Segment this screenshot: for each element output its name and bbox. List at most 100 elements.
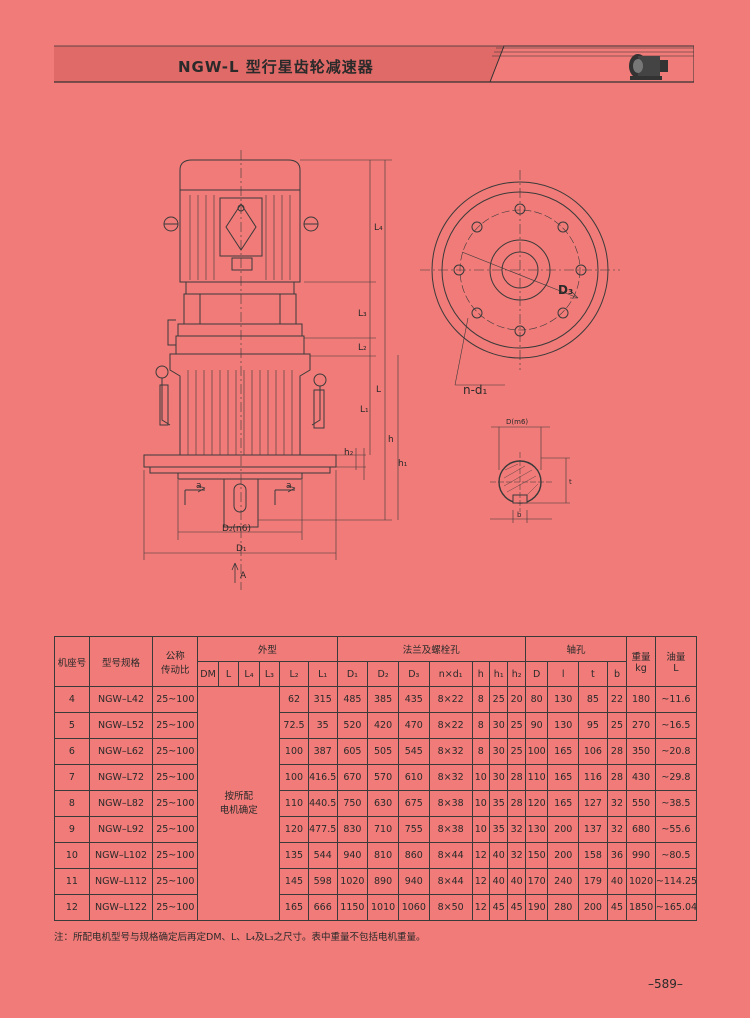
cell-h1: 35 — [489, 790, 509, 817]
cell-model: NGW–L72 — [88, 764, 154, 791]
cell-h2: 32 — [507, 842, 526, 869]
cell-D1: 1150 — [336, 894, 369, 921]
th-L4: L₄ — [238, 661, 260, 687]
cell-h: 12 — [471, 842, 491, 869]
cell-model: NGW–L112 — [88, 868, 154, 895]
cell-L2: 135 — [279, 842, 309, 869]
th-D3: D₃ — [397, 661, 430, 687]
th-L: L — [217, 661, 240, 687]
th-base: 机座号 — [54, 636, 90, 687]
cell-kg: 270 — [626, 712, 656, 739]
cell-l: 165 — [547, 790, 580, 817]
cell-model: NGW–L102 — [88, 842, 154, 869]
cell-D3: 435 — [397, 686, 430, 713]
header-band — [54, 44, 694, 84]
dim-h: h — [388, 435, 394, 445]
cell-h: 8 — [471, 686, 491, 713]
th-oil: 油量 L — [654, 636, 698, 687]
cell-D1: 830 — [336, 816, 369, 843]
cell-oil: ~16.5 — [654, 712, 698, 739]
cell-h2: 45 — [507, 894, 526, 921]
cell-l: 200 — [547, 816, 580, 843]
cell-t: 158 — [578, 842, 608, 869]
cell-model: NGW–L82 — [88, 790, 154, 817]
th-ratio-line1: 公称 — [165, 650, 185, 662]
cell-ratio: 25~100 — [152, 816, 199, 843]
page-number: –589– — [648, 977, 683, 991]
cell-nd1: 8×32 — [428, 764, 473, 791]
cell-oil: ~80.5 — [654, 842, 698, 869]
cell-t: 200 — [578, 894, 608, 921]
cell-D3: 545 — [397, 738, 430, 765]
cell-D: 150 — [524, 842, 549, 869]
cell-h2: 40 — [507, 868, 526, 895]
cell-kg: 180 — [626, 686, 656, 713]
cell-oil: ~38.5 — [654, 790, 698, 817]
cell-h2: 20 — [507, 686, 526, 713]
cell-D3: 940 — [397, 868, 430, 895]
dim-D3: D₃ — [558, 283, 573, 297]
merged-note-line1: 按所配 — [224, 790, 253, 802]
th-ratio: 公称 传动比 — [152, 636, 199, 687]
dim-h2: h₂ — [344, 448, 354, 458]
cell-oil: ~11.6 — [654, 686, 698, 713]
cell-h2: 28 — [507, 790, 526, 817]
cell-h: 10 — [471, 764, 491, 791]
cell-D2: 420 — [367, 712, 399, 739]
cell-l: 165 — [547, 764, 580, 791]
cell-L1: 666 — [307, 894, 338, 921]
cell-L1: 477.5 — [307, 816, 338, 843]
cell-D3: 860 — [397, 842, 430, 869]
cell-nd1: 8×32 — [428, 738, 473, 765]
cell-D1: 1020 — [336, 868, 369, 895]
cell-L2: 145 — [279, 868, 309, 895]
th-D: D — [524, 661, 549, 687]
cell-D: 120 — [524, 790, 549, 817]
th-flange: 法兰及螺栓孔 — [336, 636, 526, 662]
technical-drawing: L₄ L₃ L₂ L₁ L h h₁ h₂ a a D₂(n6) D₁ A D₃… — [143, 150, 620, 590]
dim-L4: L₄ — [374, 223, 383, 233]
cell-L1: 440.5 — [307, 790, 338, 817]
cell-nd1: 8×38 — [428, 816, 473, 843]
cell-h2: 25 — [507, 738, 526, 765]
th-model: 型号规格 — [88, 636, 154, 687]
dim-Dm6: D(m6) — [506, 418, 528, 426]
cell-L1: 416.5 — [307, 764, 338, 791]
cell-D3: 755 — [397, 816, 430, 843]
cell-base: 5 — [54, 712, 90, 739]
cell-h1: 30 — [489, 738, 509, 765]
cell-t: 137 — [578, 816, 608, 843]
cell-D2: 810 — [367, 842, 399, 869]
cell-h1: 30 — [489, 764, 509, 791]
cell-L2: 110 — [279, 790, 309, 817]
cell-h1: 40 — [489, 868, 509, 895]
cell-ratio: 25~100 — [152, 790, 199, 817]
cell-b: 40 — [606, 868, 628, 895]
cell-L1: 315 — [307, 686, 338, 713]
cell-D3: 470 — [397, 712, 430, 739]
cell-b: 28 — [606, 764, 628, 791]
cell-D2: 570 — [367, 764, 399, 791]
dim-D1: D₁ — [236, 544, 247, 554]
th-oil-line1: 油量 — [666, 652, 686, 663]
cell-oil: ~114.25 — [654, 868, 697, 895]
cell-model: NGW–L92 — [88, 816, 154, 843]
cell-ratio: 25~100 — [152, 686, 199, 713]
cell-L1: 35 — [307, 712, 338, 739]
cell-b: 22 — [606, 686, 628, 713]
section-a-right: a — [286, 481, 292, 491]
cell-base: 12 — [54, 894, 90, 921]
cell-D2: 630 — [367, 790, 399, 817]
cell-base: 4 — [54, 686, 90, 713]
cell-h: 10 — [471, 790, 491, 817]
cell-t: 106 — [578, 738, 608, 765]
th-D1: D₁ — [336, 661, 369, 687]
cell-L1: 544 — [307, 842, 338, 869]
cell-ratio: 25~100 — [152, 842, 199, 869]
